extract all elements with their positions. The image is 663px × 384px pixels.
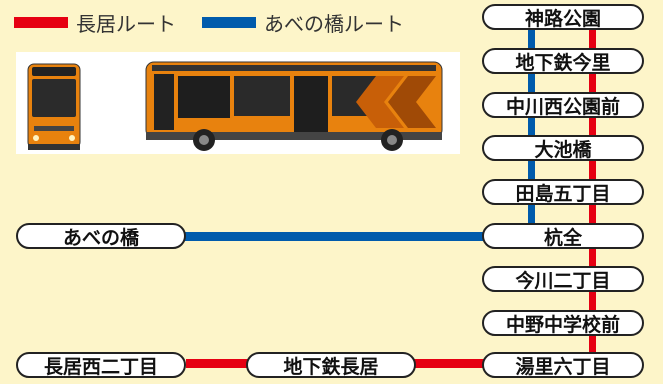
stop-kamiji-koen: 神路公園 bbox=[482, 4, 644, 30]
legend-item-nagai-route: 長居ルート bbox=[14, 8, 176, 37]
stop-kumata: 杭全 bbox=[482, 223, 644, 249]
stop-nakano-chugakko-mae: 中野中学校前 bbox=[482, 310, 644, 336]
blue-trunk-line bbox=[528, 20, 535, 237]
stop-imagawa-nichome: 今川二丁目 bbox=[482, 266, 644, 292]
stop-tajima-gochome: 田島五丁目 bbox=[482, 179, 644, 205]
stop-nakagawa-nishi-koen-mae: 中川西公園前 bbox=[482, 92, 644, 118]
legend-label-abeno: あべの橋ルート bbox=[264, 12, 404, 36]
bus-side-image bbox=[145, 61, 443, 151]
legend-label-nagai: 長居ルート bbox=[76, 12, 176, 36]
legend-swatch-red bbox=[14, 17, 68, 28]
legend-item-abeno-route: あべの橋ルート bbox=[202, 8, 404, 37]
blue-branch-line bbox=[185, 232, 485, 241]
stop-chikatetsu-nagai: 地下鉄長居 bbox=[246, 352, 416, 378]
stop-abenobashi: あべの橋 bbox=[16, 223, 186, 249]
stop-oikebashi: 大池橋 bbox=[482, 135, 644, 161]
bus-illustration bbox=[27, 61, 443, 151]
bus-front-image bbox=[27, 63, 81, 150]
stop-nagai-nishi-nichome: 長居西二丁目 bbox=[16, 352, 186, 378]
stop-yuzato-rokuchome: 湯里六丁目 bbox=[482, 352, 644, 378]
legend-swatch-blue bbox=[202, 17, 256, 28]
legend: 長居ルート あべの橋ルート bbox=[14, 8, 430, 37]
bus-illustration-panel bbox=[16, 52, 460, 154]
stop-chikatetsu-imazato: 地下鉄今里 bbox=[482, 48, 644, 74]
